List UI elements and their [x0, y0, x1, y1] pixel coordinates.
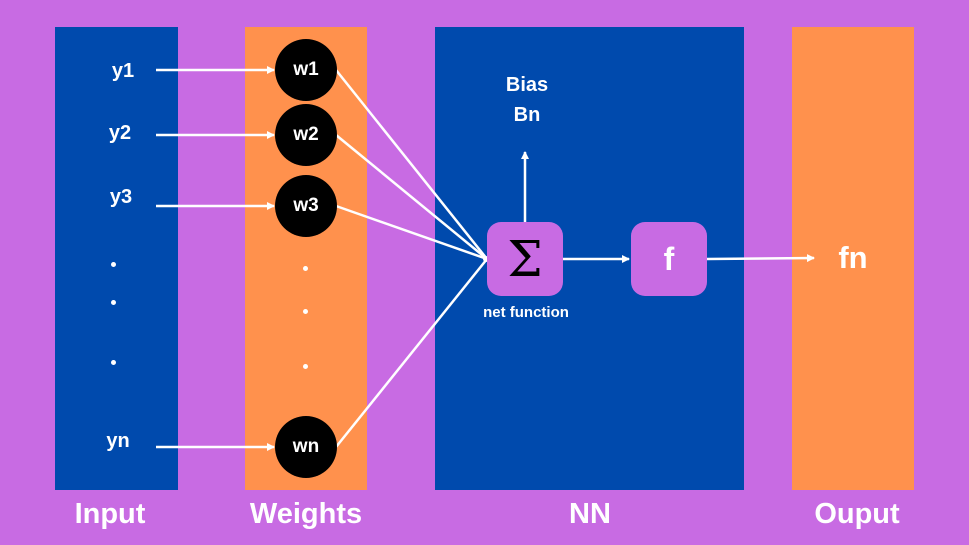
- sigma-symbol: Σ: [507, 230, 543, 288]
- output-value: fn: [838, 240, 868, 275]
- ellipsis-dot: [303, 364, 308, 369]
- column-label-weights: Weights: [249, 498, 363, 530]
- input-y2: y2: [108, 122, 132, 144]
- line-w2-sum: [335, 134, 488, 260]
- sum-node: Σ: [487, 222, 563, 296]
- line-wn-sum: [335, 258, 488, 448]
- column-label-input: Input: [74, 498, 146, 530]
- line-w3-sum: [335, 204, 488, 261]
- column-label-output: Ouput: [814, 498, 900, 530]
- bias-label: Bias: [505, 74, 549, 96]
- net-function-label: net function: [483, 304, 569, 321]
- column-label-nn: NN: [569, 498, 611, 530]
- weight-node-w1: w1: [275, 39, 337, 101]
- input-y3: y3: [109, 186, 133, 208]
- activation-node: f: [631, 222, 707, 296]
- input-panel: [55, 27, 178, 490]
- ellipsis-dot: [111, 360, 116, 365]
- ellipsis-dot: [303, 309, 308, 314]
- input-yn: yn: [106, 430, 130, 452]
- weight-node-w3: w3: [275, 175, 337, 237]
- ellipsis-dot: [111, 262, 116, 267]
- ellipsis-dot: [111, 300, 116, 305]
- arrow-f-output: [706, 254, 815, 263]
- line-w1-sum: [335, 69, 488, 260]
- weight-node-wn: wn: [275, 416, 337, 478]
- bias-value: Bn: [513, 104, 541, 126]
- ellipsis-dot: [303, 266, 308, 271]
- weight-node-w2: w2: [275, 104, 337, 166]
- input-y1: y1: [111, 60, 135, 82]
